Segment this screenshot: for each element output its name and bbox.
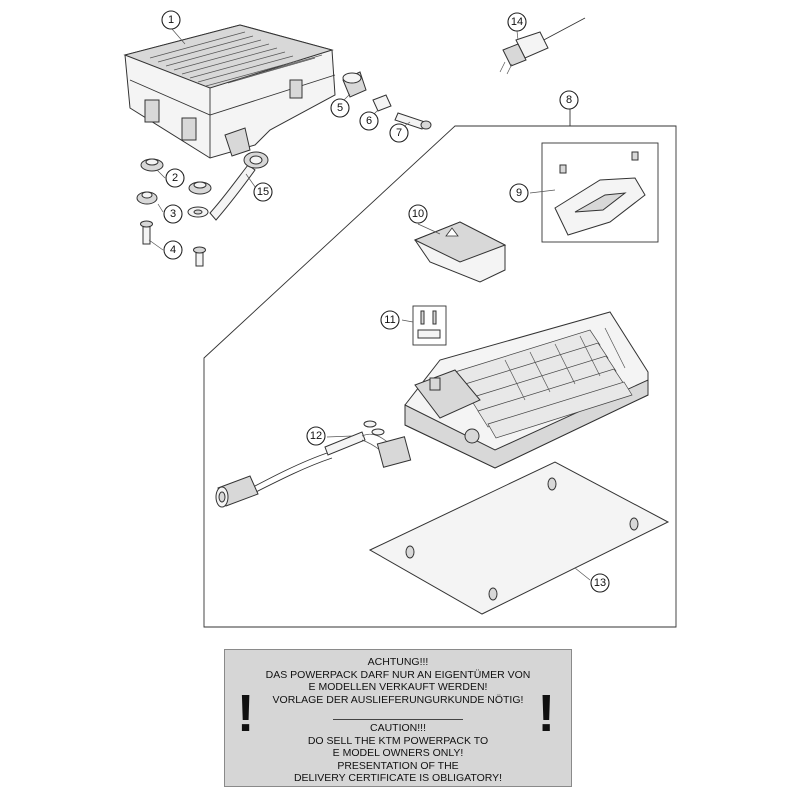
clip-box: [412, 305, 447, 346]
callout-5: 5: [330, 98, 350, 118]
exclamation-icon: !: [537, 685, 555, 743]
warning-notice: ! ! ACHTUNG!!! DAS POWERPACK DARF NUR AN…: [224, 649, 572, 787]
callout-6: 6: [359, 111, 379, 131]
svg-text:10: 10: [412, 208, 424, 220]
svg-text:4: 4: [170, 244, 176, 256]
svg-text:9: 9: [516, 187, 522, 199]
screws-clip: [417, 310, 441, 339]
power-pack-housing: [123, 24, 336, 159]
mains-plug: [499, 17, 586, 75]
warning-text-english: CAUTION!!! DO SELL THE KTM POWERPACK TO …: [293, 722, 503, 784]
fittings: [342, 71, 432, 130]
warning-text-german: ACHTUNG!!! DAS POWERPACK DARF NUR AN EIG…: [265, 656, 531, 706]
callout-14: 14: [507, 12, 527, 32]
grommets: [136, 158, 212, 218]
svg-text:14: 14: [511, 16, 523, 28]
callout-10: 10: [408, 204, 428, 224]
callout-1: 1: [161, 10, 181, 30]
callout-8: 8: [559, 90, 579, 110]
svg-text:1: 1: [168, 14, 174, 26]
callout-9: 9: [509, 183, 529, 203]
svg-text:2: 2: [172, 172, 178, 184]
svg-text:13: 13: [594, 577, 606, 589]
callout-12: 12: [306, 426, 326, 446]
svg-text:8: 8: [566, 94, 572, 106]
bolts: [140, 220, 206, 267]
svg-text:11: 11: [384, 314, 395, 326]
callout-7: 7: [389, 123, 409, 143]
svg-text:15: 15: [257, 186, 269, 198]
kit-outline: [203, 125, 677, 628]
svg-text:5: 5: [337, 102, 343, 114]
cable-harness: [215, 420, 412, 508]
strap: [209, 151, 269, 221]
svg-text:6: 6: [366, 115, 372, 127]
callout-13: 13: [590, 573, 610, 593]
svg-text:7: 7: [396, 127, 402, 139]
callout-4: 4: [163, 240, 183, 260]
charger-unit: [404, 311, 649, 469]
svg-text:3: 3: [170, 208, 176, 220]
divider: [333, 719, 463, 720]
callout-2: 2: [165, 168, 185, 188]
exclamation-icon: !: [237, 685, 255, 743]
callout-3: 3: [163, 204, 183, 224]
callout-11: 11: [380, 310, 400, 330]
svg-text:12: 12: [310, 430, 322, 442]
handle-box: [541, 142, 659, 243]
cover: [413, 221, 507, 283]
callout-15: 15: [253, 182, 273, 202]
handle: [554, 151, 646, 236]
base-plate: [368, 461, 670, 615]
